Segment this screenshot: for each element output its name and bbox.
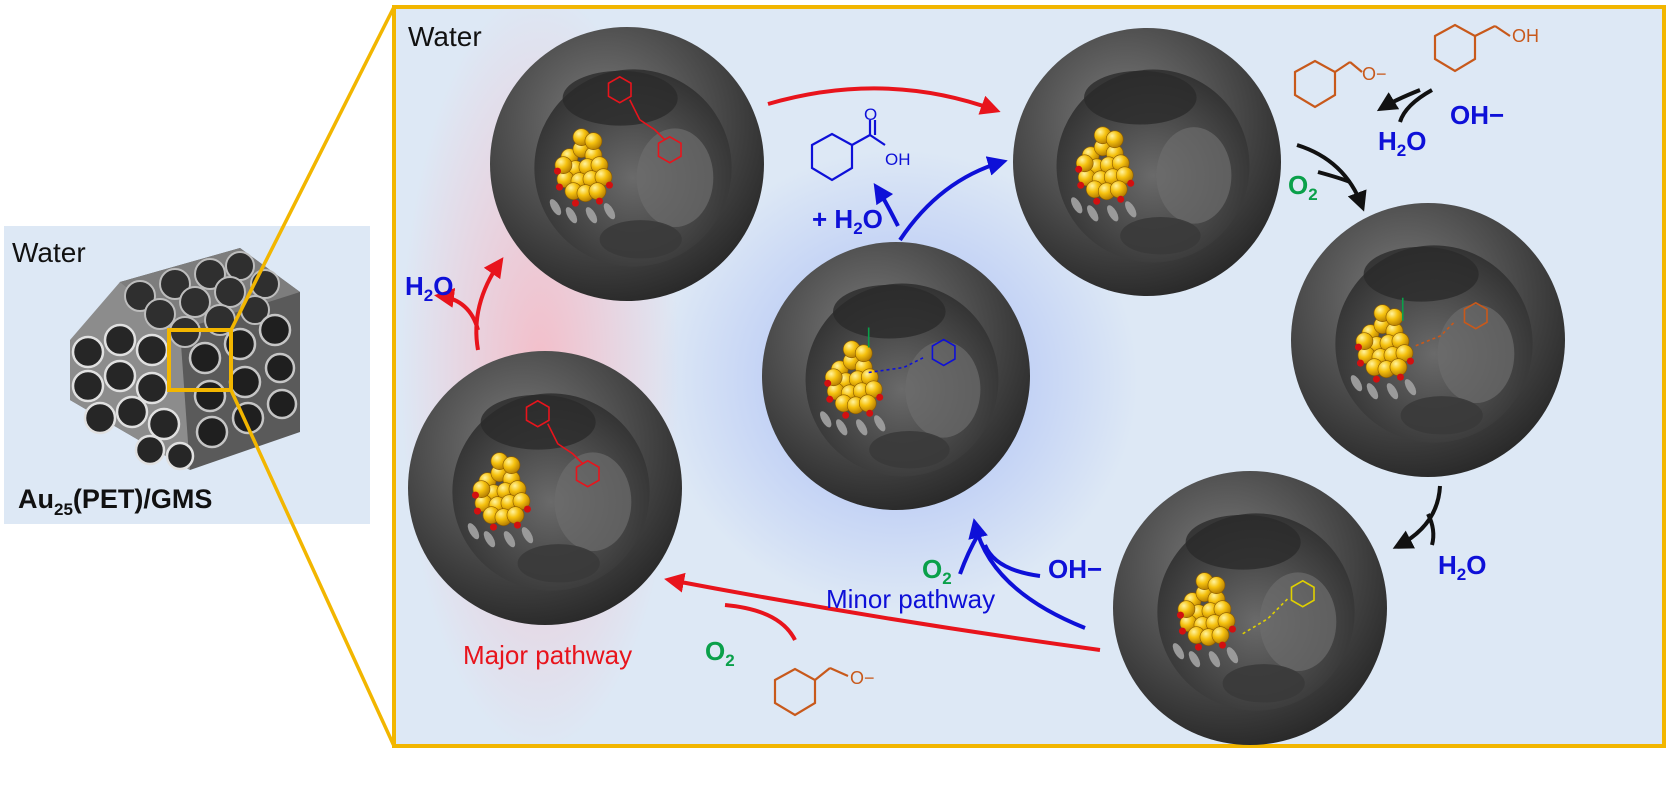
chem-label-oh: OH	[885, 150, 911, 169]
cavity-pore	[905, 341, 981, 438]
chem-label-o-minus: O−	[1362, 64, 1387, 84]
au25-cluster	[549, 128, 616, 224]
label-h2o-top-right: H2O	[1378, 126, 1426, 160]
arrow-black-top	[1376, 88, 1421, 112]
sphere-hemiacetal	[762, 242, 1030, 510]
cavity-pore	[562, 70, 678, 126]
cavity-pore	[1185, 514, 1301, 570]
cavity-pore	[1084, 70, 1197, 125]
label-o2-blue: O2	[922, 554, 952, 588]
adsorbed-molecule	[1401, 297, 1488, 347]
label-oh-minus-bottom: OH−	[1048, 554, 1102, 584]
benzyl-alkoxide-top: O−	[1293, 59, 1387, 109]
cavity-pore	[833, 284, 946, 339]
arrows	[434, 86, 1442, 652]
sphere-clean	[1013, 28, 1281, 296]
labels: H2O + H2O H2O OH− O2 H2O OH− O2 O2 Major…	[405, 100, 1504, 670]
adsorbed-molecule	[867, 327, 956, 374]
arrow-bottom-red-major	[664, 572, 1101, 652]
cavity-pore	[1437, 304, 1515, 404]
chem-label-o: O	[864, 105, 877, 124]
arrow-left-red-up	[474, 257, 504, 351]
label-h2o-bottom-right: H2O	[1438, 550, 1486, 584]
arrow-blue-minor	[968, 518, 1086, 630]
cavity-pore	[480, 394, 596, 450]
benzyl-alcohol-top: OH	[1433, 23, 1539, 73]
arrow-blue-o2-branch	[958, 533, 980, 575]
cavity-pore	[1222, 664, 1305, 703]
sphere-acetal	[408, 351, 682, 625]
chem-label-o-minus: O−	[850, 668, 875, 688]
arrow-top-red	[767, 86, 1001, 115]
arrow-blue-branch	[873, 183, 900, 227]
chem-label-oh: OH	[1512, 26, 1539, 46]
au25-cluster	[1350, 304, 1417, 400]
arrow-left-red-branch	[434, 287, 480, 331]
zoom-lines	[229, 6, 396, 747]
arrow-black-o2-branch	[1317, 170, 1351, 184]
cavity-pore	[1259, 572, 1337, 672]
cavity-pore	[517, 544, 600, 583]
arrow-black-top-branch	[1398, 88, 1433, 123]
cavity-pore	[1120, 216, 1201, 255]
left-water-label: Water	[12, 237, 86, 268]
cavity-pore	[869, 430, 950, 469]
cavity-pore	[1400, 396, 1483, 435]
free-molecules: O OH O− OH O−	[773, 23, 1539, 717]
sphere-alkoxide	[1291, 203, 1565, 477]
arrow-red-branch	[724, 603, 797, 641]
cavity-pore	[554, 452, 632, 552]
label-o2-right: O2	[1288, 170, 1318, 204]
left-panel: Water Au25(PET)/GMS	[4, 226, 370, 524]
nanosphere-group	[408, 27, 1565, 745]
sphere-aldehyde	[1113, 471, 1387, 745]
arrow-blue-oh-branch	[983, 544, 1041, 578]
benzyl-alkoxide-bottom: O−	[773, 666, 875, 717]
arrow-blue-up	[898, 156, 1008, 242]
au25-cluster	[467, 452, 534, 548]
label-h2o-left: H2O	[405, 271, 453, 305]
cavity-pore	[599, 220, 682, 259]
major-pathway-label: Major pathway	[463, 640, 632, 670]
arrow-black-right	[1296, 143, 1367, 212]
cavity-pore	[636, 128, 714, 228]
adsorbed-molecule	[525, 399, 600, 488]
arrow-black-h2o-branch	[1426, 513, 1436, 546]
arrow-black-down	[1392, 485, 1442, 549]
minor-pathway-label: Minor pathway	[826, 584, 995, 614]
au25-cluster	[1071, 126, 1137, 222]
adsorbed-molecule	[1242, 579, 1315, 635]
cavity-pore	[1363, 246, 1479, 302]
label-o2-red: O2	[705, 636, 735, 670]
cavity-pore	[1156, 127, 1232, 224]
benzoic-acid-molecule: O OH	[810, 105, 911, 182]
au25-cluster	[820, 340, 886, 436]
zoom-box	[167, 328, 233, 392]
label-oh-minus-top: OH−	[1450, 100, 1504, 130]
au25-cluster	[1172, 572, 1239, 668]
adsorbed-molecule	[607, 75, 682, 164]
label-plus-h2o: + H2O	[812, 204, 883, 238]
material-label: Au25(PET)/GMS	[18, 484, 212, 519]
sphere-ester	[490, 27, 764, 301]
